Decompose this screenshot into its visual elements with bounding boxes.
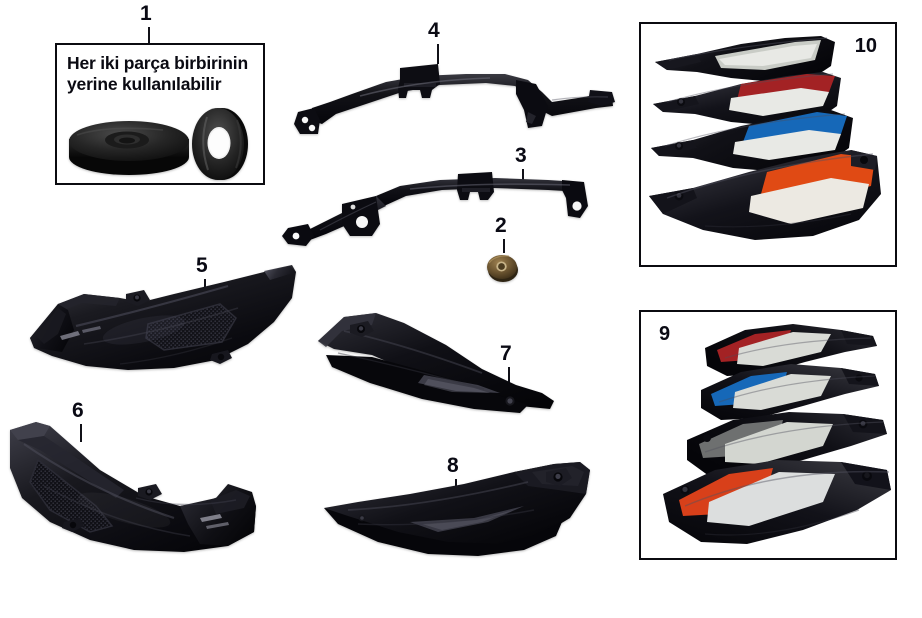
callout-number-6: 6 <box>72 399 84 422</box>
panel-10-3 <box>651 110 853 172</box>
callout-number-4: 4 <box>428 19 440 42</box>
part-image-tail-panel-set-right <box>645 30 895 262</box>
part-image-rubber-grommets <box>67 107 262 180</box>
panel-10-2 <box>653 72 841 126</box>
panel-10-1 <box>655 36 835 82</box>
leader-line-3 <box>522 169 524 189</box>
callout-number-7: 7 <box>500 342 512 365</box>
group-box-9: 9 <box>639 310 897 560</box>
panel-10-4 <box>649 150 881 240</box>
leader-line-1 <box>148 27 150 44</box>
panel-9-1 <box>705 324 877 376</box>
part-image-side-cowling-right <box>24 258 304 383</box>
panel-9-2 <box>701 364 879 420</box>
part-image-bushing-collar <box>485 251 521 283</box>
panel-9-4 <box>663 460 891 544</box>
part-image-upper-fairing-bracket <box>290 50 615 135</box>
part-image-side-cowling-left <box>4 414 274 559</box>
part-image-lower-side-cover-left <box>318 460 598 565</box>
leader-line-2 <box>503 239 505 253</box>
callout-number-1: 1 <box>140 2 152 25</box>
leader-line-4 <box>437 44 439 64</box>
box-number-10: 10 <box>854 35 877 57</box>
note-text-turkish: Her iki parça birbirinin yerine kullanıl… <box>67 53 248 94</box>
part-image-lower-fairing-bracket <box>280 162 595 252</box>
callout-number-3: 3 <box>515 144 527 167</box>
group-box-10: 10 <box>639 22 897 267</box>
part-image-lower-side-cover-right <box>314 305 559 420</box>
leader-line-6 <box>80 424 82 442</box>
panel-9-3 <box>687 412 887 476</box>
note-box-group-1: Her iki parça birbirinin yerine kullanıl… <box>55 43 265 185</box>
callout-number-5: 5 <box>196 254 208 277</box>
box-number-9: 9 <box>659 323 671 345</box>
callout-number-2: 2 <box>495 214 507 237</box>
part-image-tail-panel-set-left <box>645 318 895 556</box>
callout-number-8: 8 <box>447 454 459 477</box>
